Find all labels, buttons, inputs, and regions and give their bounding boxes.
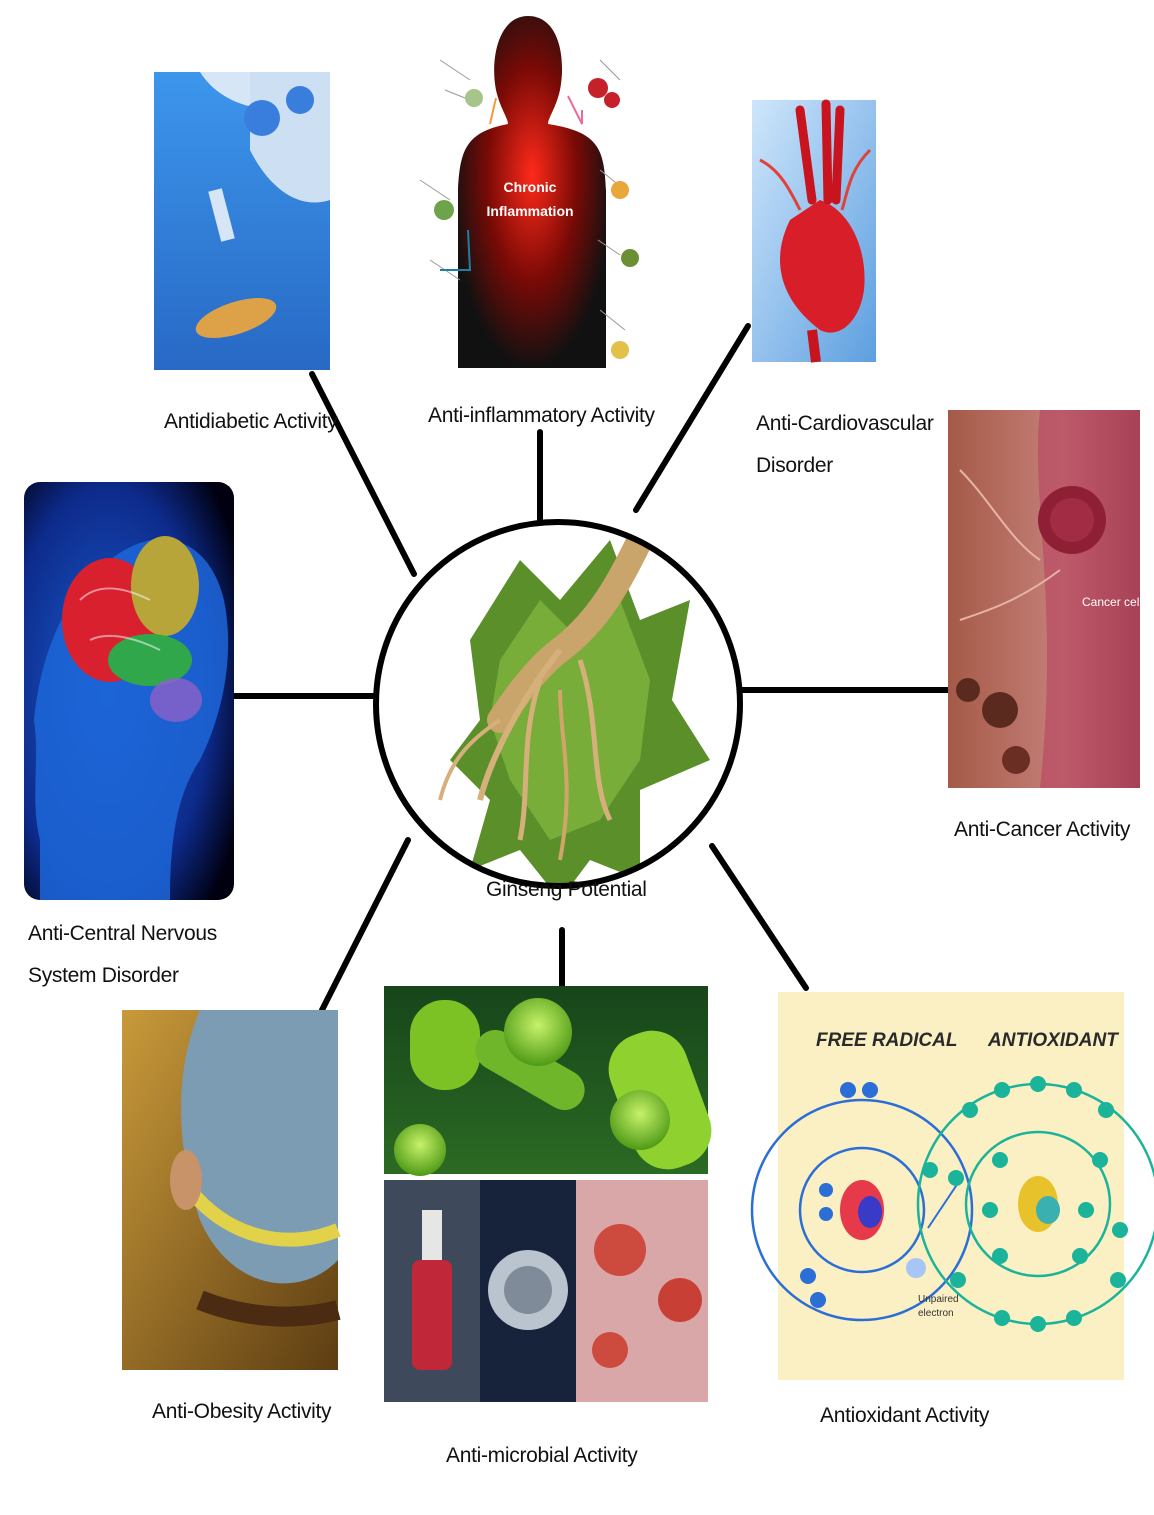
label-cardio-2: Disorder — [756, 446, 833, 486]
label-antidiabetic: Antidiabetic Activity — [164, 402, 337, 442]
cancer-image: Cancer cell — [948, 410, 1142, 788]
label-microbial: Anti-microbial Activity — [446, 1436, 637, 1476]
unpaired-label-1: Unpaired — [918, 1294, 959, 1305]
free-radical-title: FREE RADICAL — [816, 1030, 957, 1051]
label-cancer: Anti-Cancer Activity — [954, 810, 1130, 850]
brain-image — [24, 482, 234, 900]
ginseng-center — [376, 522, 740, 900]
inflammation-title-2: Inflammation — [486, 203, 573, 219]
inflammation-title-1: Chronic — [504, 179, 557, 195]
obesity-image — [122, 1010, 338, 1370]
label-center: Ginseng Potential — [486, 870, 647, 910]
microbe-image — [384, 986, 722, 1402]
connector-antioxidant — [712, 846, 806, 988]
antioxidant-image: FREE RADICAL ANTIOXIDANT Unpaired electr… — [752, 992, 1154, 1380]
label-cardio-1: Anti-Cardiovascular — [756, 404, 934, 444]
connector-obesity — [322, 840, 408, 1010]
label-cns-1: Anti-Central Nervous — [28, 914, 217, 954]
inflammation-image: Chronic Inflammation — [410, 14, 646, 370]
label-antioxidant: Antioxidant Activity — [820, 1396, 989, 1436]
antidiabetic-image — [154, 72, 330, 370]
label-obesity: Anti-Obesity Activity — [152, 1392, 331, 1432]
cancer-cell-tag: Cancer cell — [1082, 595, 1142, 609]
antioxidant-title: ANTIOXIDANT — [987, 1030, 1119, 1051]
heart-image — [752, 100, 876, 362]
label-antiinflammatory: Anti-inflammatory Activity — [428, 396, 655, 436]
unpaired-label-2: electron — [918, 1308, 954, 1319]
label-cns-2: System Disorder — [28, 956, 179, 996]
